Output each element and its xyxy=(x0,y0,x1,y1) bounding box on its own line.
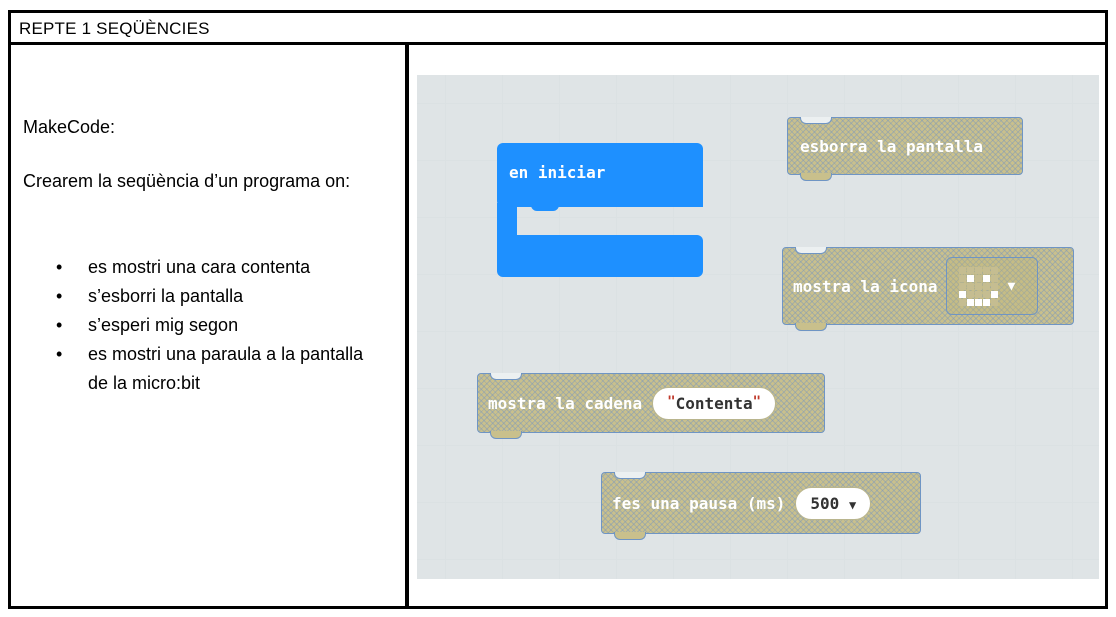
open-quote: " xyxy=(667,393,676,410)
table-header: REPTE 1 SEQÜÈNCIES xyxy=(11,13,1105,45)
happy-face-icon xyxy=(958,266,998,306)
led-cell xyxy=(966,298,974,306)
on-start-label: en iniciar xyxy=(509,163,606,182)
pause-value-field[interactable]: 500 ▼ xyxy=(795,486,872,520)
string-value-field[interactable]: "Contenta" xyxy=(652,386,777,420)
close-quote: " xyxy=(752,393,762,410)
led-cell xyxy=(982,266,990,274)
led-cell xyxy=(974,290,982,298)
led-cell xyxy=(974,298,982,306)
pause-value: 500 xyxy=(810,493,840,513)
led-cell xyxy=(982,298,990,306)
show-string-block[interactable]: mostra la cadena "Contenta" xyxy=(477,373,825,439)
led-cell xyxy=(958,282,966,290)
column-divider xyxy=(405,45,409,606)
led-cell xyxy=(966,290,974,298)
makecode-label: MakeCode: xyxy=(23,117,116,137)
clear-screen-label: esborra la pantalla xyxy=(800,136,984,156)
led-cell xyxy=(990,298,998,306)
led-cell xyxy=(958,274,966,282)
pause-label: fes una pausa (ms) xyxy=(612,493,786,513)
led-cell xyxy=(958,298,966,306)
list-item: •es mostri una cara contenta xyxy=(56,253,386,282)
show-string-label: mostra la cadena xyxy=(488,393,643,413)
list-item: •s’esborri la pantalla xyxy=(56,282,386,311)
challenge-table: REPTE 1 SEQÜÈNCIES MakeCode: Crearem la … xyxy=(8,10,1108,609)
string-value: Contenta xyxy=(675,393,753,413)
makecode-workspace[interactable]: en iniciar esborra la pantalla mostra la… xyxy=(417,75,1099,579)
led-cell xyxy=(958,266,966,274)
led-cell xyxy=(958,290,966,298)
bullet-icon: • xyxy=(56,315,63,335)
led-cell xyxy=(974,274,982,282)
led-cell xyxy=(990,266,998,274)
clear-screen-block[interactable]: esborra la pantalla xyxy=(787,117,1023,181)
pause-block[interactable]: fes una pausa (ms) 500 ▼ xyxy=(601,472,921,540)
on-start-block[interactable]: en iniciar xyxy=(497,143,703,279)
chevron-down-icon: ▼ xyxy=(1007,278,1016,294)
led-cell xyxy=(982,274,990,282)
bullet-icon: • xyxy=(56,344,63,364)
led-cell xyxy=(974,282,982,290)
led-cell xyxy=(990,274,998,282)
intro-text: Crearem la seqüència d’un programa on: xyxy=(23,171,351,191)
list-item: •es mostri una paraula a la pantalla de … xyxy=(56,340,386,398)
instructions-cell: MakeCode: Crearem la seqüència d’un prog… xyxy=(11,45,405,606)
show-icon-label: mostra la icona xyxy=(793,276,938,296)
led-cell xyxy=(966,282,974,290)
show-icon-block[interactable]: mostra la icona ▼ xyxy=(782,247,1074,331)
led-cell xyxy=(990,282,998,290)
icon-picker[interactable]: ▼ xyxy=(945,257,1038,315)
led-cell xyxy=(990,290,998,298)
led-cell xyxy=(982,282,990,290)
list-item: •s’esperi mig segon xyxy=(56,311,386,340)
bullet-icon: • xyxy=(56,257,63,277)
steps-list: •es mostri una cara contenta •s’esborri … xyxy=(56,253,386,398)
bullet-icon: • xyxy=(56,286,63,306)
chevron-down-icon: ▼ xyxy=(848,497,857,512)
led-cell xyxy=(966,266,974,274)
led-cell xyxy=(982,290,990,298)
led-cell xyxy=(974,266,982,274)
led-cell xyxy=(966,274,974,282)
